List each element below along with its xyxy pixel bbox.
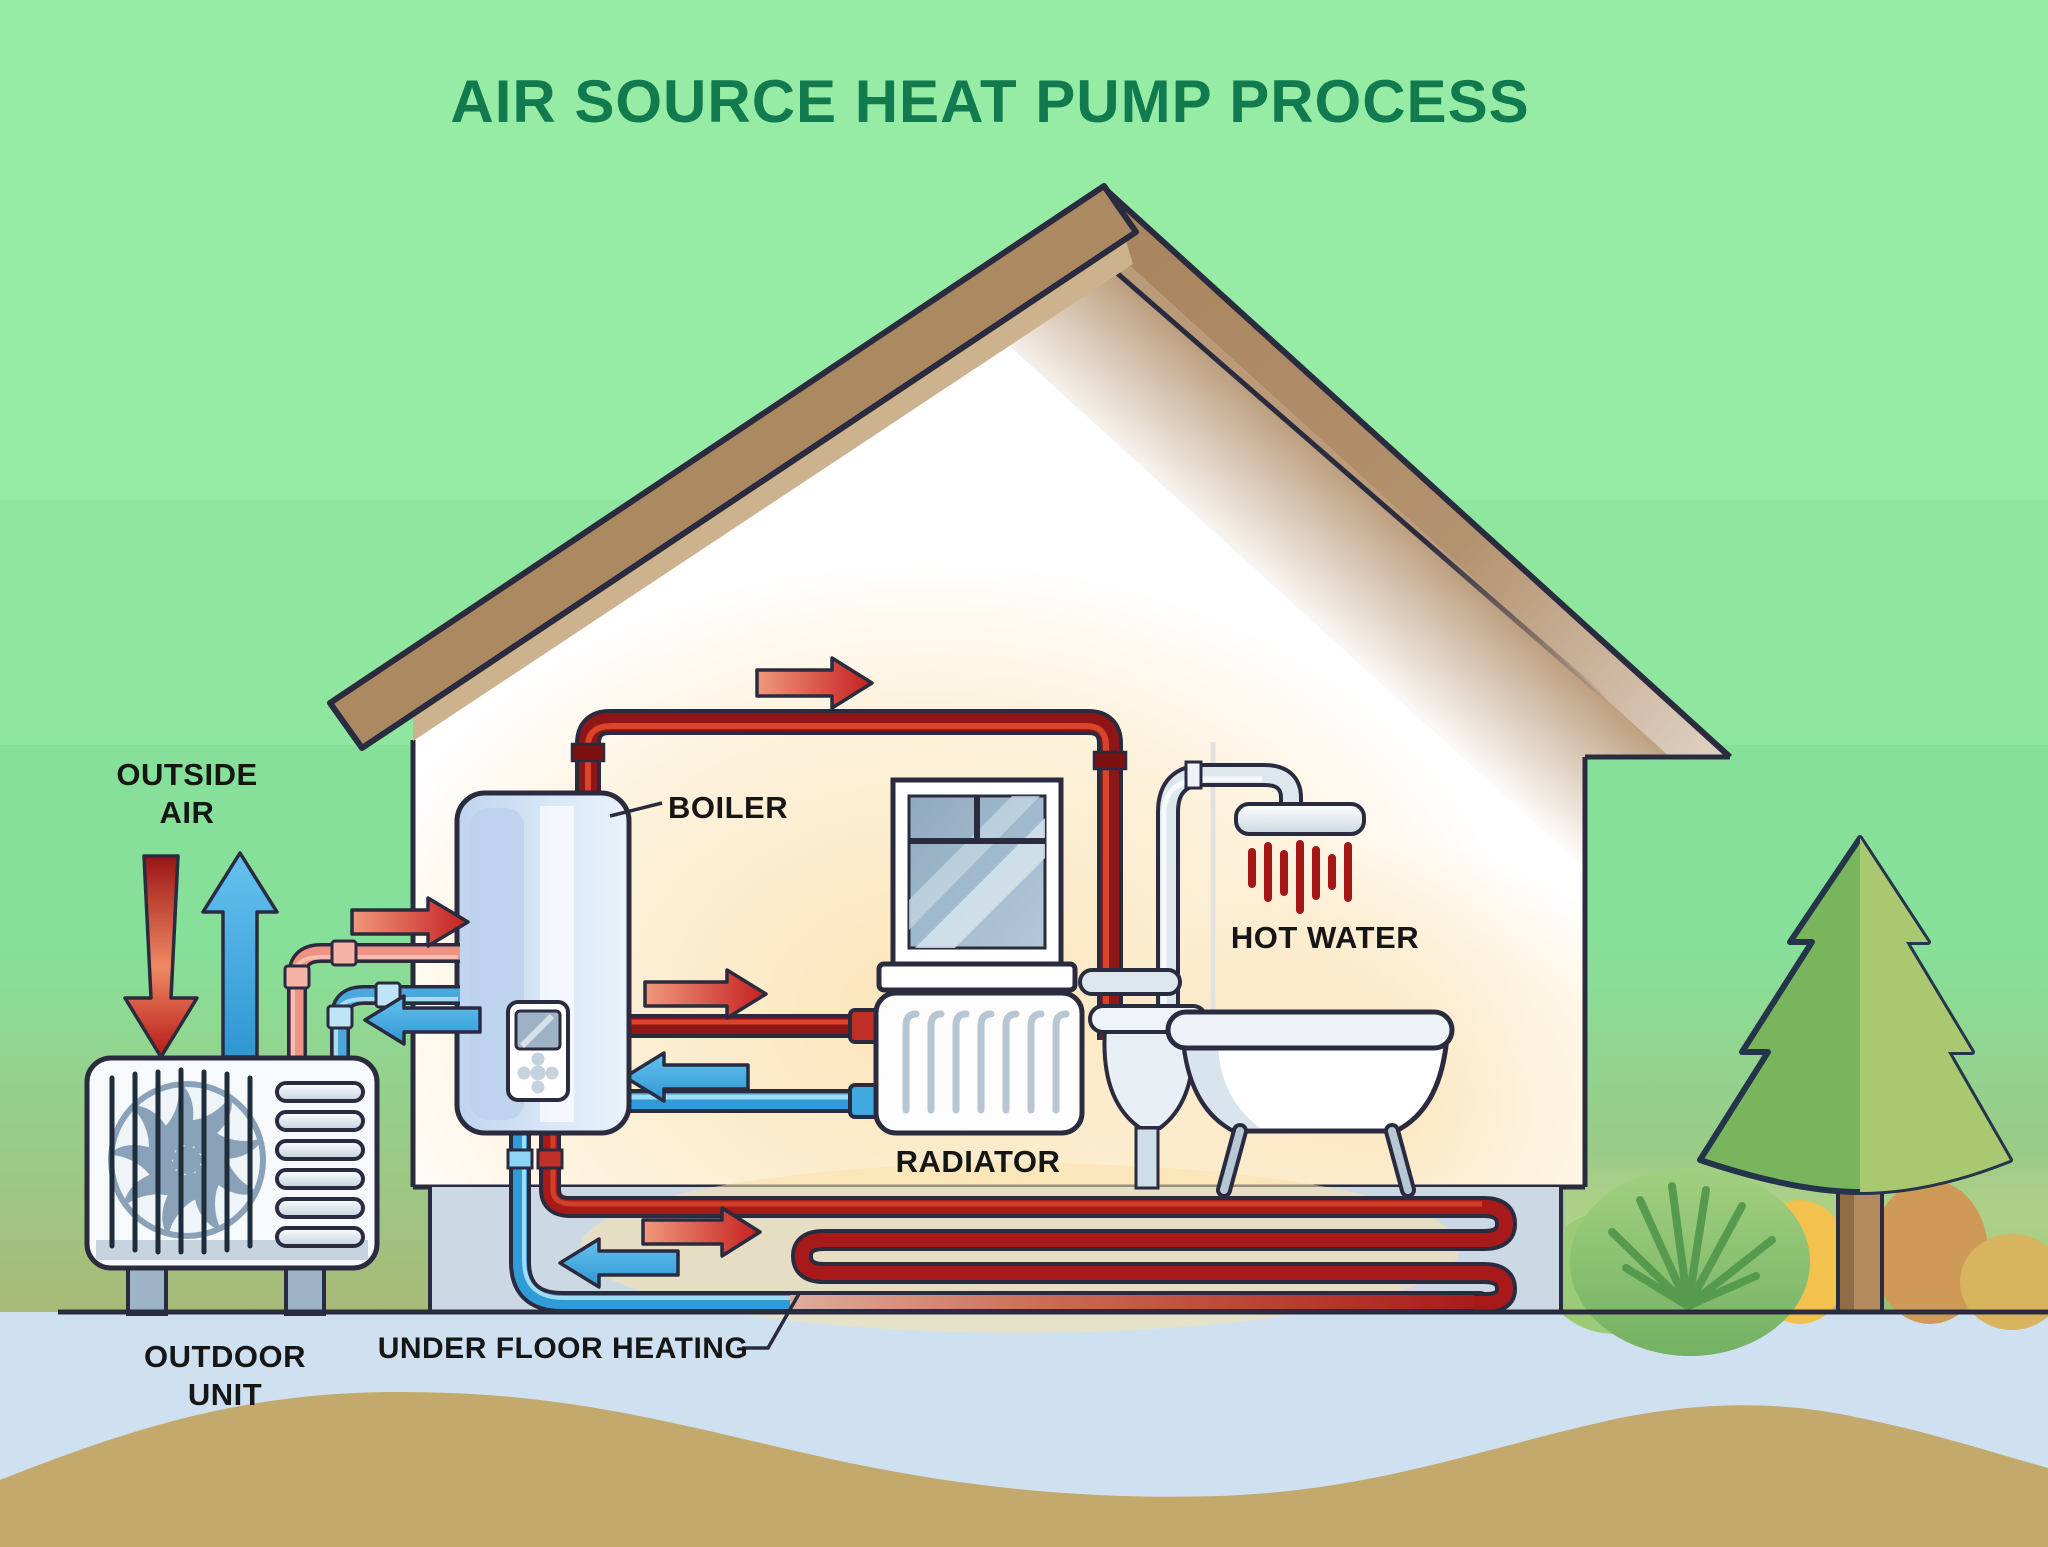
outside-air-label-1: OUTSIDE [116, 757, 257, 792]
cold-flow-left-arrow [558, 1237, 680, 1289]
shower [1156, 760, 1366, 1032]
refrigerant-pipes [283, 939, 460, 1058]
glass-reflections [909, 796, 1045, 948]
outside-air-arrows [123, 851, 279, 1059]
pine-tree [1697, 835, 2013, 1314]
page-title: AIR SOURCE HEAT PUMP PROCESS [450, 68, 1529, 135]
hot-flow-ceiling-arrow [755, 656, 874, 710]
shower-pipe-collar [1184, 760, 1203, 790]
heat-in-arrow [350, 896, 470, 948]
pipe-joint [330, 939, 358, 967]
orange-bush [1872, 1180, 1988, 1324]
hot-flow-right-arrow [641, 1206, 762, 1258]
window-sill [876, 961, 1078, 993]
garden [1543, 835, 2048, 1356]
bathtub-shade [1186, 1048, 1260, 1128]
outside-air-label-2: AIR [160, 795, 215, 830]
ufh-label-leader [742, 1291, 802, 1350]
boiler-control-panel [506, 1000, 570, 1102]
radiator-loop [623, 968, 1085, 1136]
outdoor-unit [84, 1055, 380, 1316]
underfloor-return-pipe [509, 1128, 1491, 1313]
fan-grille [109, 1067, 253, 1255]
pipe-fitting [1092, 750, 1128, 771]
unit-louvers [275, 1081, 365, 1248]
hot-water-drops [1248, 840, 1352, 914]
boiler [454, 790, 663, 1136]
window [876, 777, 1078, 1005]
outdoor-unit-label-1: OUTDOOR [144, 1339, 306, 1374]
unit-leg [284, 1266, 326, 1316]
cold-flow-room-arrow [623, 1051, 750, 1103]
pipe-joint [283, 964, 311, 990]
under-floor-heating-label: UNDER FLOOR HEATING [378, 1332, 749, 1365]
bathroom [1078, 742, 1455, 1198]
roof-left-beam [327, 183, 1139, 751]
under-floor-heating-coil [506, 1128, 1518, 1314]
radiator-fins [902, 1010, 1070, 1114]
heat-out-arrow [363, 994, 482, 1046]
bathtub-rim [1165, 1009, 1455, 1051]
tree-canopy-light [1860, 838, 2010, 1192]
tan-bush [1960, 1234, 2048, 1330]
pipe-fitting [570, 742, 606, 763]
boiler-label-leader [609, 801, 663, 818]
screen-glare [519, 1013, 555, 1049]
foundation [428, 1128, 1563, 1333]
diagram-labels: OUTSIDE AIR BOILER HOT WATER RADIATOR OU… [116, 757, 1419, 1412]
pipe-joint [326, 1004, 354, 1030]
soil-mound [0, 1392, 2048, 1547]
boiler-buttons [517, 1052, 559, 1094]
outdoor-unit-label-2: UNIT [188, 1377, 262, 1412]
roof-right-edge [1101, 185, 1733, 760]
radiator [873, 990, 1085, 1136]
roof-fascia [413, 238, 1133, 741]
shower-head [1234, 802, 1366, 836]
bath-faucet [1078, 968, 1182, 996]
ceiling-hot-pipe [570, 656, 1128, 1040]
bathtub [1165, 1009, 1455, 1198]
green-bush [1570, 1168, 1810, 1356]
roof-right [983, 188, 1730, 891]
cold-air-up-arrow [201, 851, 279, 1059]
boiler-label: BOILER [668, 790, 788, 825]
pipe-joint [536, 1148, 564, 1170]
warm-air-down-arrow [123, 854, 199, 1059]
pipe-joint [506, 1148, 534, 1170]
radiator-label: RADIATOR [896, 1144, 1061, 1179]
hot-flow-room-arrow [643, 968, 768, 1020]
bush-stems [1608, 1182, 1776, 1310]
unit-leg [126, 1266, 168, 1316]
hot-water-label: HOT WATER [1231, 920, 1419, 955]
